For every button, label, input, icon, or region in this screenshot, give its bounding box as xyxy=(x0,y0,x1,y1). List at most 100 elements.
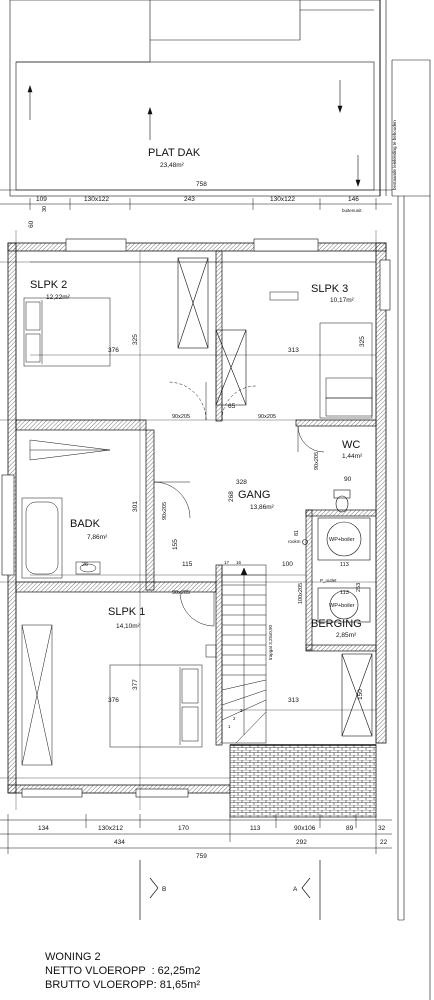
dim-top-seg-3: 243 xyxy=(184,196,195,203)
wp-boiler-2-label: WP+boiler xyxy=(329,603,355,609)
dim-bottom-6: 89 xyxy=(346,825,354,832)
dim-badk-w: 115 xyxy=(182,561,193,568)
slpk1-furniture xyxy=(21,624,217,766)
gang-name: GANG xyxy=(238,489,270,501)
dim-lines-top xyxy=(0,189,392,210)
stair-17: 17 xyxy=(224,560,230,565)
wc-name: WC xyxy=(342,439,360,451)
badk-area: 7,86m² xyxy=(87,534,108,541)
roof-drain-arrows xyxy=(27,80,361,187)
dim-berging-h: 150 xyxy=(357,689,364,700)
stair-3: 3 xyxy=(240,708,243,713)
dim-door-2: 90x205 xyxy=(258,414,276,420)
roof-area xyxy=(9,0,431,1000)
brick-terrace xyxy=(229,744,377,818)
grid-lines xyxy=(0,230,377,810)
slpk3-area: 10,17m² xyxy=(330,297,355,304)
gang-area: 13,86m² xyxy=(250,504,275,511)
dim-bottom-row2-2: 292 xyxy=(296,839,307,846)
dim-top-seg-4: 130x122 xyxy=(270,196,295,203)
dim-badk-step: 155 xyxy=(172,539,179,550)
dim-door-slpk1: 90x205 xyxy=(172,590,190,596)
trapgat-label: trapgat 3,25x0,90 xyxy=(268,624,273,660)
dim-113-a: 113 xyxy=(340,562,349,568)
roof-outlet: buitenunit xyxy=(342,208,362,213)
dim-slpk2-h: 325 xyxy=(132,334,139,345)
section-b-label: B xyxy=(162,886,166,893)
berging-name: BERGING xyxy=(311,618,362,630)
dim-113-b: 113 xyxy=(340,590,349,596)
dim-door-badk: 90x205 xyxy=(162,502,168,520)
roof-note: bestaande leiekleding te behouden xyxy=(392,120,397,190)
berging-area: 2,85m² xyxy=(336,632,357,639)
dim-step-26: 26 xyxy=(82,562,88,568)
dim-100: 100 xyxy=(282,561,293,568)
slpk3-furniture xyxy=(269,291,373,419)
door-slpk1 xyxy=(179,591,215,627)
interior-walls xyxy=(15,250,377,746)
fixture-p-outlet: P_outlet xyxy=(320,578,337,583)
dim-slpk1-w2: 313 xyxy=(288,697,299,704)
wp-boiler-1-label: WP+boiler xyxy=(329,537,355,543)
dim-door-1: 90x205 xyxy=(172,414,190,420)
slpk2-area: 12,22m² xyxy=(46,294,71,301)
slpk1-area: 14,10m² xyxy=(116,623,141,630)
dim-closet-w: 65 xyxy=(228,403,236,410)
section-a-label: A xyxy=(293,886,298,893)
dim-wc-w: 90 xyxy=(344,476,352,483)
dim-left-2: 30 xyxy=(42,206,48,212)
stair-2: 2 xyxy=(233,716,236,721)
fixture-rookm: rookm xyxy=(288,539,301,544)
dim-gang-h: 268 xyxy=(228,491,235,502)
dim-100x205: 100x205 xyxy=(298,583,304,604)
caption-title: WONING 2 xyxy=(45,951,101,963)
toilet-icon xyxy=(333,489,351,513)
slpk2-furniture xyxy=(23,297,111,367)
dim-gang-w: 328 xyxy=(236,479,247,486)
wc-area: 1,44m² xyxy=(342,453,363,460)
dim-253: 253 xyxy=(356,583,362,592)
wp-boiler-bottom xyxy=(317,587,371,623)
caption-netto: NETTO VLOEROPP : 62,25m2 xyxy=(45,965,201,977)
roof-name: PLAT DAK xyxy=(148,147,201,159)
dim-bottom-2: 130x212 xyxy=(98,825,123,832)
badk-name: BADK xyxy=(70,518,101,530)
door-badk xyxy=(153,481,191,519)
dim-slpk1-w: 376 xyxy=(108,697,119,704)
dim-slpk2-w: 376 xyxy=(108,347,119,354)
dim-bottom-total: 759 xyxy=(196,853,207,860)
section-markers xyxy=(139,860,321,920)
slpk2-name: SLPK 2 xyxy=(30,279,67,291)
stair-16: 16 xyxy=(236,560,242,565)
dim-slpk3-w: 313 xyxy=(288,347,299,354)
dim-top-seg-2: 130x122 xyxy=(84,196,109,203)
wp-boiler-top xyxy=(317,517,371,561)
smoke-detector-icon xyxy=(302,539,308,545)
dim-bottom-1: 134 xyxy=(38,825,49,832)
dim-left-1: 60 xyxy=(28,220,35,228)
dim-bottom-7: 32 xyxy=(378,825,386,832)
slpk1-name: SLPK 1 xyxy=(108,606,145,618)
closets-mid xyxy=(177,257,247,406)
dim-slpk3-h: 325 xyxy=(359,336,366,347)
dim-lines-bottom xyxy=(0,814,392,854)
stairs xyxy=(221,564,267,744)
stair-1: 1 xyxy=(228,724,231,729)
caption-brutto: BRUTTO VLOEROPP: 81,65m² xyxy=(45,979,201,991)
windows xyxy=(1,238,391,798)
badk-furniture xyxy=(21,439,111,579)
roof-area-value: 23,48m² xyxy=(160,162,185,169)
doors-upper xyxy=(167,381,325,453)
dim-bottom-row2-3: 22 xyxy=(380,839,388,846)
dim-bottom-3: 170 xyxy=(178,825,189,832)
slpk3-name: SLPK 3 xyxy=(311,283,348,295)
dim-top-total: 758 xyxy=(196,181,207,188)
dim-81: 81 xyxy=(294,530,300,536)
closet-lower-right xyxy=(341,653,373,737)
dim-bottom-5: 90x106 xyxy=(294,825,316,832)
plan-caption: WONING 2 NETTO VLOEROPP : 62,25m2 BRUTTO… xyxy=(45,950,201,992)
dim-bottom-row2-1: 434 xyxy=(114,839,125,846)
dim-top-seg-5: 146 xyxy=(348,196,359,203)
dim-door-wc: 90x205 xyxy=(314,452,320,470)
